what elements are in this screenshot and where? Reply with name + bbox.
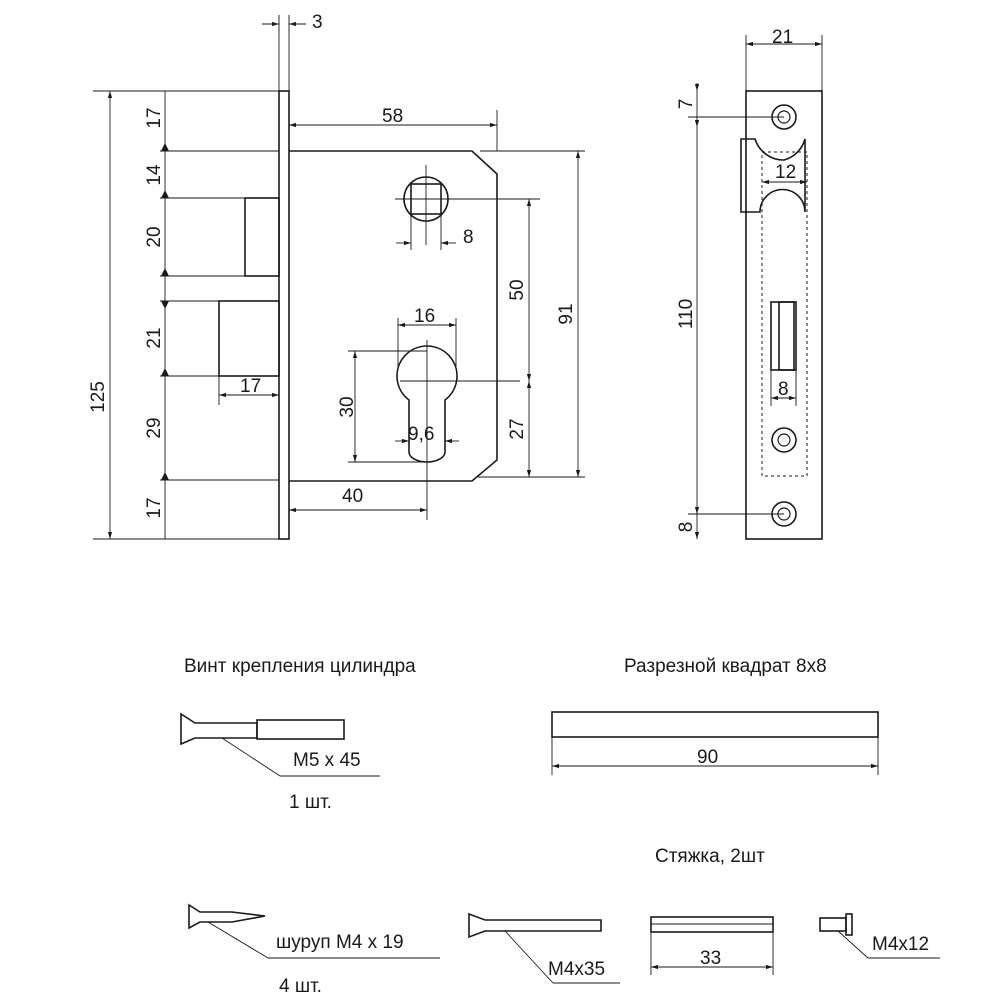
middle-screw-hole [771,427,797,453]
cylinder-screw-drawing [180,712,258,746]
dim-total-height: 125 [88,381,109,413]
dim-v21: 21 [144,327,165,348]
side-dim-width: 21 [772,27,793,48]
tie-short-size: M4x12 [872,934,929,955]
cylinder-screw-size: M5 x 45 [293,750,361,771]
face-plate [278,90,290,540]
dim-latch-proj: 17 [240,376,261,397]
tie-sleeve [650,916,774,933]
dim-v14: 14 [144,164,165,186]
lock-body [289,150,498,482]
dim-cylinder-width: 16 [414,306,435,327]
dim-center-distance: 50 [507,279,528,300]
latch-bolt [218,300,280,377]
side-face-plate [745,90,823,540]
wood-screw-drawing [188,903,266,930]
square-bar-group: Разрезной квадрат 8x8 90 [551,656,879,775]
dim-plate-thickness: 3 [312,12,323,33]
tie-sleeve-length: 33 [700,948,721,969]
dim-v20: 20 [144,226,165,247]
dim-square-hole: 8 [463,227,474,248]
tie-long-size: M4x35 [548,959,605,980]
side-dim-bottom-offset: 8 [676,522,697,533]
tie-short-screw [819,917,847,932]
cylinder-screw-group: Винт крепления цилиндра M5 x 45 1 шт. [180,656,416,813]
dim-v29: 29 [144,417,165,438]
dim-backset: 40 [342,486,363,507]
dim-cyl-to-bottom: 27 [507,418,528,439]
dim-body-height: 91 [556,303,577,324]
square-bar-drawing [551,711,879,738]
dim-v17-bottom: 17 [144,497,165,518]
side-latch [740,138,806,213]
cylinder-screw-qty: 1 шт. [289,792,332,813]
wood-screw-size: шуруп M4 x 19 [276,932,404,953]
square-bar-title: Разрезной квадрат 8x8 [624,656,827,677]
side-dim-top-offset: 7 [676,99,697,110]
bolt-slot [770,301,797,371]
front-view: 3 58 8 16 9,6 40 17 30 50 27 91 125 17 1… [88,12,585,540]
tie-title: Стяжка, 2шт [655,846,765,867]
tie-group: Стяжка, 2шт M4x35 33 M4x12 [468,846,940,984]
side-view: 21 12 8 7 110 8 [676,27,823,540]
wood-screw-group: шуруп M4 x 19 4 шт. [188,903,440,995]
dim-cylinder-lower: 9,6 [408,424,434,445]
square-bar-length: 90 [697,747,718,768]
dim-backset-width: 58 [382,106,403,127]
dim-v17-top: 17 [144,107,165,128]
side-dim-latch-width: 12 [775,162,796,183]
wood-screw-qty: 4 шт. [279,976,322,995]
deadbolt [244,197,280,277]
side-dim-bolt-width: 8 [778,379,789,400]
tie-long-screw [468,912,602,939]
cylinder-screw-title: Винт крепления цилиндра [184,656,416,677]
latch-outline-hidden [761,151,808,477]
dim-cylinder-height: 30 [337,396,358,417]
side-dim-screw-spacing: 110 [676,299,697,329]
